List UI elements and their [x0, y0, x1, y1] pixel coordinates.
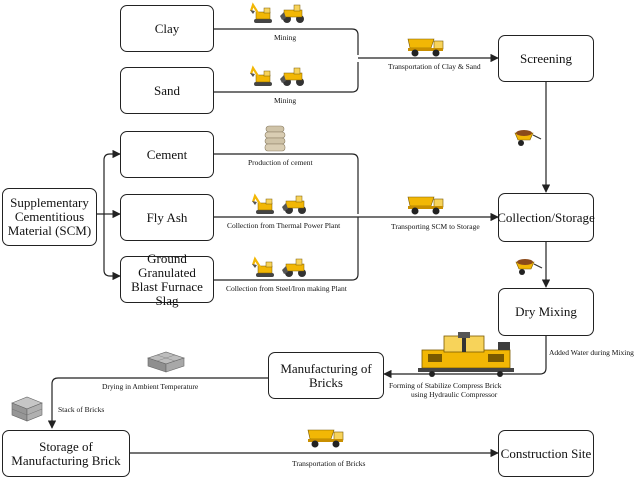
node-screening: Screening — [498, 35, 594, 82]
label-forming-line2: using Hydraulic Compressor — [411, 390, 498, 399]
edge-slag-merge — [214, 217, 359, 281]
edge-scm-slag — [103, 214, 121, 281]
brick-pile-icon — [147, 351, 185, 373]
dump-truck-icon — [407, 196, 444, 215]
loader-icon — [282, 258, 306, 277]
label-transport-clay-sand: Transportation of Clay & Sand — [388, 62, 481, 71]
edge-sand-merge — [214, 62, 359, 93]
excavator-icon — [250, 2, 272, 23]
brick-stack-icon — [11, 396, 43, 422]
label-drying: Drying in Ambient Temperature — [102, 382, 199, 391]
label-production-cement: Production of cement — [248, 158, 313, 167]
wheelbarrow-icon — [514, 130, 542, 146]
node-cement: Cement — [120, 131, 214, 178]
label-collection-slag: Collection from Steel/Iron making Plant — [226, 284, 347, 293]
edge-manufacturing-storage — [47, 377, 268, 429]
wheelbarrow-icon — [515, 259, 543, 275]
loader-icon — [282, 195, 306, 214]
label-forming-line1: Forming of Stabilize Compress Brick — [389, 381, 502, 390]
node-collection-storage: Collection/Storage — [497, 193, 595, 242]
label-added-water: Added Water during Mixing — [549, 348, 634, 357]
label-mining-clay: Mining — [274, 33, 297, 42]
node-construction-site: Construction Site — [498, 430, 594, 477]
label-mining-sand: Mining — [274, 96, 297, 105]
excavator-icon — [250, 65, 272, 86]
edge-drymix-manufacturing — [383, 336, 547, 379]
node-sand: Sand — [120, 67, 214, 114]
node-scm: Supplementary Cementitious Material (SCM… — [2, 188, 97, 246]
label-stack: Stack of Bricks — [58, 405, 105, 414]
label-transport-bricks: Transportation of Bricks — [292, 459, 366, 468]
node-manufacturing-bricks: Manufacturing of Bricks — [268, 352, 384, 399]
cement-bags-icon — [264, 125, 286, 152]
edge-clay-merge — [214, 28, 359, 55]
label-collection-fly-ash: Collection from Thermal Power Plant — [227, 221, 341, 230]
node-ggbs: Ground Granulated Blast Furnace Slag — [120, 251, 214, 307]
dump-truck-icon — [307, 429, 344, 448]
edge-scm-split — [97, 149, 121, 215]
node-fly-ash: Fly Ash — [120, 194, 214, 241]
brick-press-machine-icon — [418, 332, 514, 377]
loader-icon — [280, 4, 304, 23]
excavator-icon — [252, 193, 274, 214]
node-storage-brick: Storage of Manufacturing Brick — [2, 430, 130, 477]
node-clay: Clay — [120, 5, 214, 52]
dump-truck-icon — [407, 38, 444, 57]
edge-cement-merge — [214, 153, 359, 214]
label-transport-scm: Transporting SCM to Storage — [391, 222, 480, 231]
excavator-icon — [252, 256, 274, 277]
loader-icon — [280, 67, 304, 86]
node-dry-mixing: Dry Mixing — [498, 288, 594, 336]
